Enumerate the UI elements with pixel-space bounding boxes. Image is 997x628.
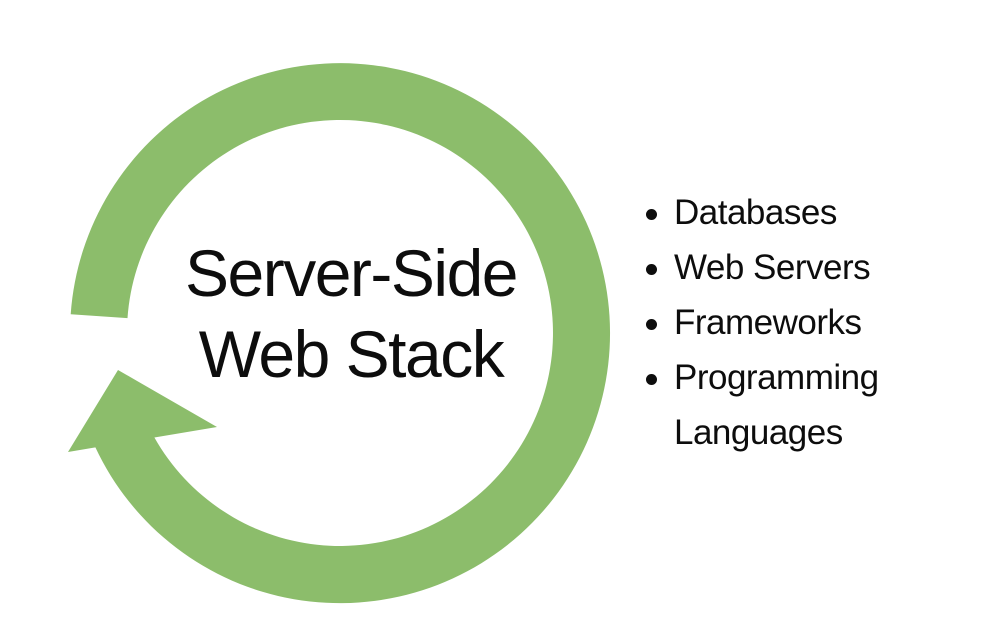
bullet-icon [646, 264, 657, 275]
list-item-label: Programming Languages [674, 358, 879, 452]
bullet-list: Databases Web Servers Frameworks Program… [645, 185, 913, 460]
list-item-label: Frameworks [674, 303, 862, 342]
list-item: Databases [645, 185, 913, 240]
bullet-icon [646, 209, 657, 220]
list-item: Programming Languages [645, 350, 913, 460]
list-item: Frameworks [645, 295, 913, 350]
title-line-2: Web Stack [198, 317, 505, 391]
list-item-label: Databases [674, 193, 837, 232]
bullet-icon [646, 374, 657, 385]
list-item: Web Servers [645, 240, 913, 295]
diagram-title: Server-Side Web Stack [185, 233, 518, 395]
title-line-1: Server-Side [185, 236, 518, 310]
list-item-label: Web Servers [674, 248, 871, 287]
bullet-icon [646, 319, 657, 330]
